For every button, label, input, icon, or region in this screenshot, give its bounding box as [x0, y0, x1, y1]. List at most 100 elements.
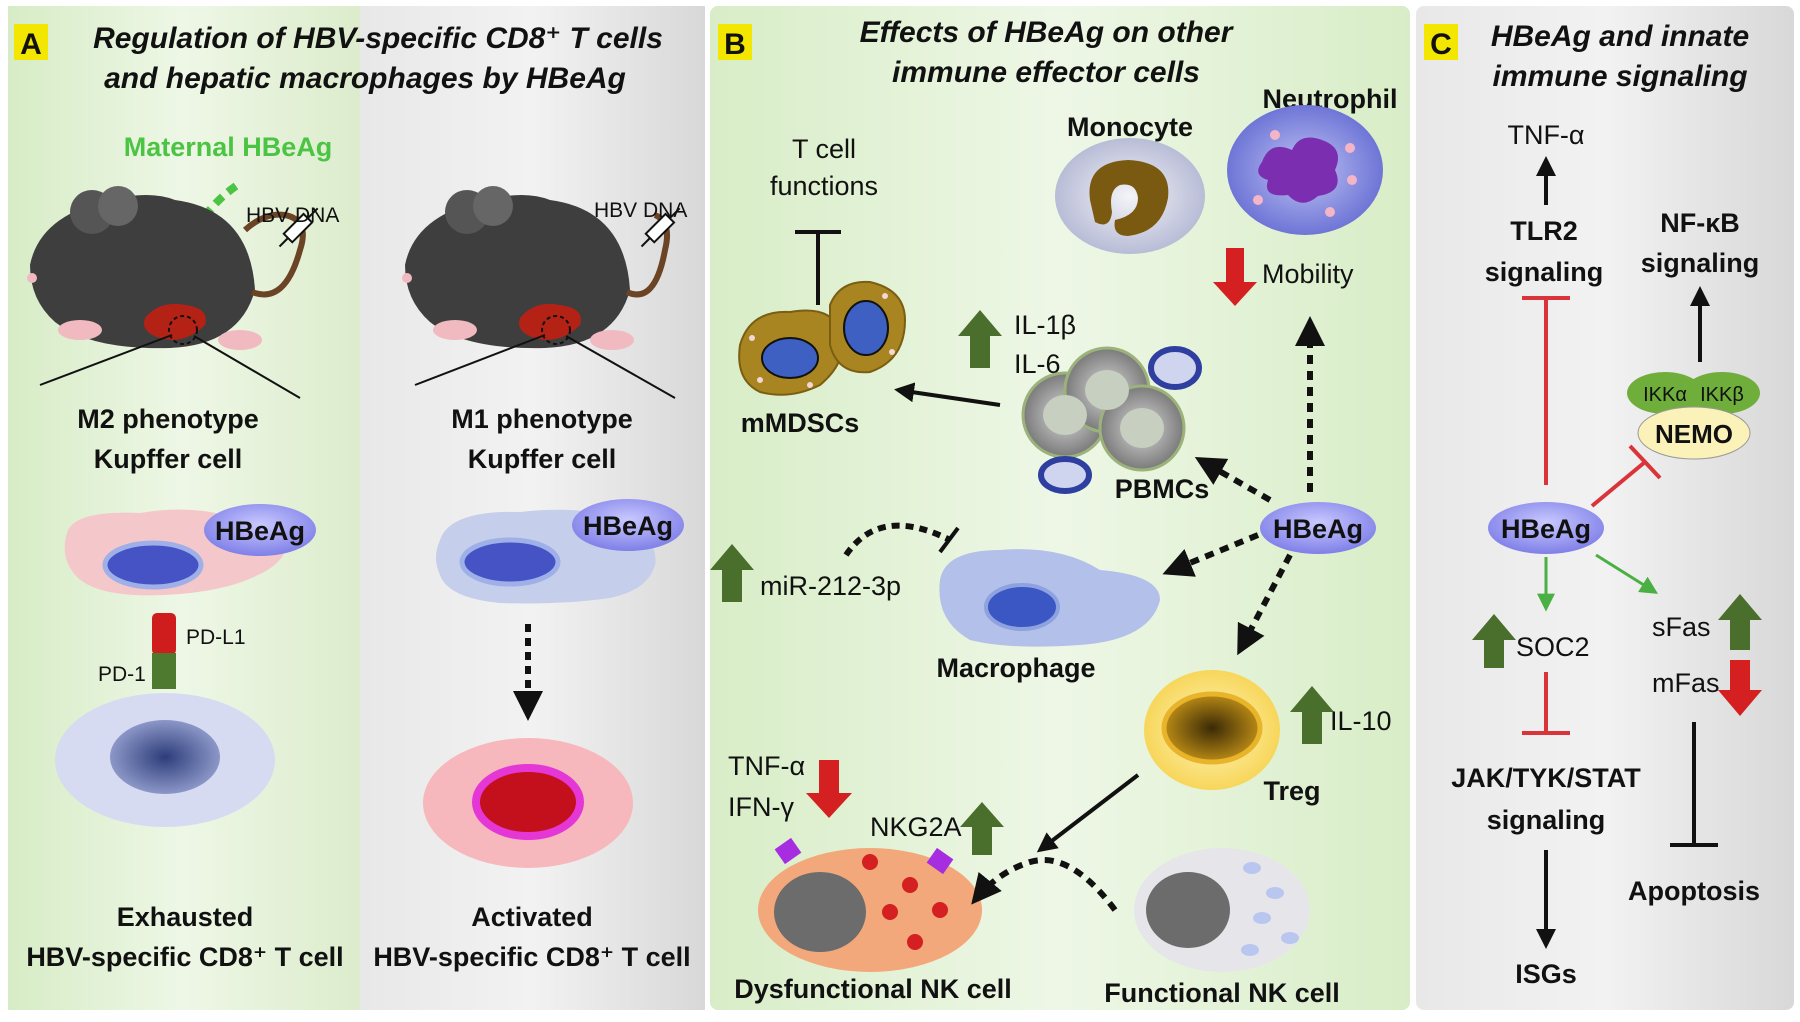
hbeag-to-sfas-arrow [1595, 553, 1659, 594]
pbmc-to-mmdsc-arrow [894, 382, 1001, 407]
mfas-down-arrow [1718, 660, 1762, 716]
functional-nk-granule [1241, 944, 1259, 956]
cytokine-down-arrow [806, 760, 852, 818]
m2-phenotype-label: M2 phenotype [77, 404, 259, 434]
treg-nucleus [1161, 691, 1263, 765]
nemo-label: NEMO [1655, 419, 1733, 449]
panel-a: A Regulation of HBV-specific CD8⁺ T cell… [8, 6, 705, 1010]
nkg2a-receptor-left [774, 837, 802, 865]
hbeag-c-badge [1488, 502, 1604, 554]
panel-c-background [1416, 6, 1794, 1010]
tlr2-signaling-label: signaling [1485, 257, 1604, 287]
sfas-up-arrow [1718, 594, 1762, 650]
treg-to-nk-arrow [1036, 773, 1140, 853]
mir-inhibition-path [843, 522, 952, 557]
tlr2-label: TLR2 [1510, 216, 1578, 246]
hbeag-to-pbmc-arrow [1194, 457, 1272, 503]
neutrophil-granule [1347, 175, 1357, 185]
functional-nk-granule [1243, 862, 1261, 874]
macrophage-nucleus [984, 583, 1060, 631]
functional-nk-granule [1266, 887, 1284, 899]
nkg2a-receptor-right [926, 847, 954, 875]
tnfa-b-label: TNF-α [728, 751, 805, 781]
treg-label: Treg [1263, 776, 1320, 806]
panel-c-letter-box [1424, 24, 1458, 60]
hbeag-badge-left [204, 504, 316, 556]
pd-l1-label: PD-L1 [186, 626, 246, 649]
neutrophil-granule [1270, 130, 1280, 140]
ifng-b-label: IFN-γ [728, 792, 794, 822]
nfkb-label: NF-κB [1660, 208, 1740, 238]
panel-c-title-line2: immune signaling [1492, 60, 1747, 93]
hbeag-to-treg-arrow [1237, 553, 1293, 656]
hbeag-right-label: HBeAg [583, 511, 673, 541]
activated-label: Activated [471, 902, 593, 932]
neutrophil-nucleus [1258, 137, 1339, 203]
hbv-dna-right-label: HBV DNA [594, 199, 687, 222]
panel-a-title-line1: Regulation of HBV-specific CD8⁺ T cells [93, 22, 663, 55]
nk-granule [932, 902, 948, 918]
mouse-right-icon [402, 186, 681, 399]
nk-granule [862, 854, 878, 870]
panel-c-letter: C [1430, 28, 1452, 61]
mmdscs-label: mMDSCs [741, 408, 860, 438]
hbeag-nemo-inhibition-bar [1628, 444, 1662, 480]
pd-1-label: PD-1 [98, 663, 146, 686]
hbeag-b-label: HBeAg [1273, 514, 1363, 544]
activated-cell-label: HBV-specific CD8⁺ T cell [373, 942, 690, 972]
pd-l1-receptor [152, 613, 176, 655]
nfkb-signaling-label: signaling [1641, 248, 1760, 278]
ikkb-label: IKKβ [1700, 384, 1744, 406]
hbeag-nemo-inhibition-stem [1590, 460, 1647, 508]
dysfunctional-nk-nucleus [774, 872, 866, 952]
hbeag-b-badge [1260, 502, 1376, 554]
pd-1-receptor [152, 653, 176, 689]
mobility-down-arrow [1213, 248, 1257, 306]
monocyte-cell [1055, 138, 1205, 254]
panel-c: C HBeAg and innate immune signaling TNF-… [1416, 6, 1794, 1010]
nk-granule [907, 934, 923, 950]
monocyte-nucleus [1089, 160, 1169, 236]
panel-a-title-line2: and hepatic macrophages by HBeAg [104, 62, 626, 95]
panel-b-letter-box [718, 24, 752, 60]
neutrophil-granule [1325, 207, 1335, 217]
jak-label: JAK/TYK/STAT [1451, 763, 1641, 793]
hbeag-left-label: HBeAg [215, 516, 305, 546]
mobility-label: Mobility [1262, 259, 1354, 289]
nk-granule [902, 877, 918, 893]
exhausted-cell-label: HBV-specific CD8⁺ T cell [26, 942, 343, 972]
il1b-label: IL-1β [1014, 310, 1076, 340]
mir-inhibition-bar [938, 526, 960, 554]
il-up-arrow [958, 310, 1002, 368]
soc2-up-arrow [1472, 614, 1516, 668]
panel-b-title-line1: Effects of HBeAg on other [860, 16, 1235, 49]
m1-kupffer-label: Kupffer cell [468, 444, 617, 474]
il10-up-arrow [1290, 686, 1334, 744]
panel-b-title-line2: immune effector cells [892, 56, 1200, 89]
il10-label: IL-10 [1330, 706, 1392, 736]
t-cell-functions-line1: T cell [792, 134, 856, 164]
m1-kupffer-nucleus [459, 537, 561, 587]
panel-a-left-background [8, 6, 360, 1010]
nemo-protein [1637, 406, 1751, 460]
m1-phenotype-label: M1 phenotype [451, 404, 633, 434]
soc2-label: SOC2 [1516, 632, 1590, 662]
panel-b-letter: B [724, 28, 746, 61]
ikka-label: IKKα [1643, 384, 1687, 406]
dysfunctional-nk-label: Dysfunctional NK cell [734, 974, 1012, 1004]
nkg2a-label: NKG2A [870, 812, 962, 842]
neutrophil-granule [1253, 195, 1263, 205]
maternal-hbeag-label: Maternal HBeAg [124, 132, 333, 162]
nkg2a-up-arrow [960, 802, 1004, 855]
hbeag-to-macrophage-arrow [1162, 532, 1260, 577]
activated-t-cell-nucleus [472, 764, 584, 840]
monocyte-label: Monocyte [1067, 112, 1193, 142]
panel-a-letter-box [14, 24, 48, 60]
m2-kupffer-nucleus [102, 540, 204, 590]
apoptosis-label: Apoptosis [1628, 876, 1760, 906]
ikkb-protein [1684, 372, 1760, 414]
isgs-label: ISGs [1515, 959, 1577, 989]
functional-nk-label: Functional NK cell [1104, 978, 1340, 1008]
hbeag-badge-right [572, 499, 684, 551]
